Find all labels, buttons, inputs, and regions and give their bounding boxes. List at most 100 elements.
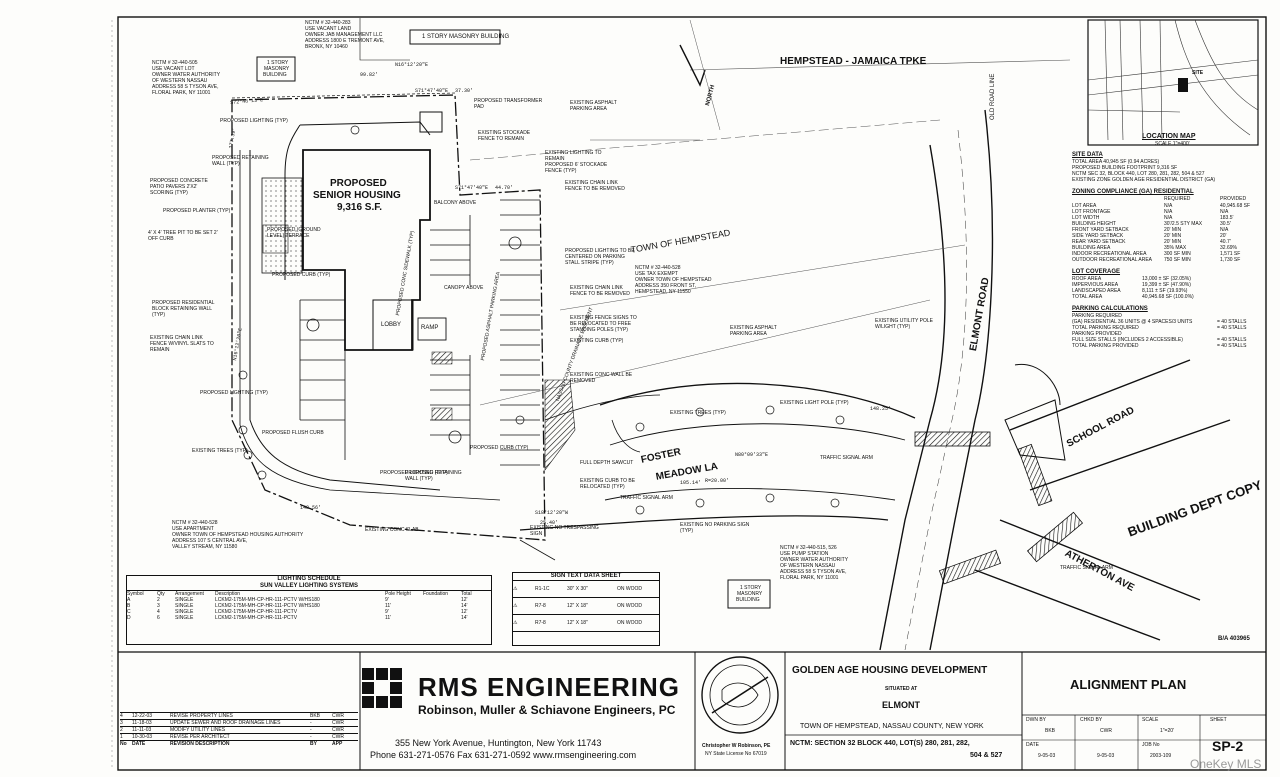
job-no-label: JOB No xyxy=(1142,742,1160,748)
callout-7: EXISTING CHAIN LINK FENCE TO BE REMOVED xyxy=(570,285,630,297)
callout-11: EXISTING ASPHALT PARKING AREA xyxy=(730,325,777,337)
watermark: OneKey MLS xyxy=(1190,757,1262,771)
parking-row: PARKING PROVIDED xyxy=(1072,331,1122,337)
rev-col-desc: REVISION DESCRIPTION xyxy=(170,741,230,747)
sheet-number: SP-2 xyxy=(1212,738,1244,754)
building-dept-copy-text: BUILDING DEPT COPY xyxy=(1126,477,1264,540)
firm-address: 355 New York Avenue, Huntington, New Yor… xyxy=(395,738,602,748)
dimension-12: R=20.00' xyxy=(705,478,730,484)
date-value-2: 9-05-03 xyxy=(1097,753,1115,759)
site-data-title: SITE DATA xyxy=(1072,152,1103,158)
location-map-scale: SCALE 1"=400' xyxy=(1155,141,1190,147)
building-area: 9,316 S.F. xyxy=(337,202,383,213)
callout-16: PROPOSED PLANTER (TYP) xyxy=(163,208,231,214)
callout-24: PROPOSED FLUSH CURB xyxy=(262,430,324,436)
callout-5: EXISTING CHAIN LINK FENCE TO BE REMOVED xyxy=(565,180,625,192)
site-data-line: TOTAL AREA 40,945 SF (0.94 ACRES) xyxy=(1072,159,1160,165)
neighbor-left-label-1: 1 STORY xyxy=(267,60,289,66)
lighting-schedule: LIGHTING SCHEDULE SUN VALLEY LIGHTING SY… xyxy=(126,575,492,645)
project-nctm-2: 504 & 527 xyxy=(970,752,1003,759)
callout-12: EXISTING UTILITY POLE W/LIGHT (TYP) xyxy=(875,318,933,330)
rev-col-no: No xyxy=(120,741,127,747)
callout-1: EXISTING STOCKADE FENCE TO REMAIN xyxy=(478,130,531,142)
seal-engineer: Christopher W Robinson, PE xyxy=(702,743,771,749)
parking-row: TOTAL PARKING PROVIDED= 40 STALLS xyxy=(1072,343,1247,349)
zoning-title: ZONING COMPLIANCE (GA) RESIDENTIAL xyxy=(1072,189,1194,195)
project-nctm: NCTM: SECTION 32 BLOCK 440, LOT(S) 280, … xyxy=(790,740,970,747)
old-road-line-label: OLD ROAD LINE xyxy=(990,73,996,120)
callout-28: EXISTING CONC SLAB xyxy=(365,527,419,533)
callout-33: EXISTING NO PARKING SIGN (TYP) xyxy=(680,522,750,534)
sheet-label: SHEET xyxy=(1210,717,1227,723)
firm-full-name: Robinson, Muller & Schiavone Engineers, … xyxy=(418,703,676,717)
chkd-by-label: CHKD BY xyxy=(1080,717,1103,723)
pe-seal-icon xyxy=(701,656,779,734)
scale-label: SCALE xyxy=(1142,717,1159,723)
parking-row: (GA) RESIDENTIAL 36 UNITS @ 4 SPACES/3 U… xyxy=(1072,319,1247,325)
dimension-3: 37.30' xyxy=(455,88,474,94)
callout-27: PROPOSED CURB (TYP) xyxy=(470,445,529,451)
rev-col-app: APP xyxy=(332,741,343,747)
parking-row: FULL SIZE STALLS (INCLUDES 2 ACCESSIBLE)… xyxy=(1072,337,1247,343)
dimension-5: 44.70' xyxy=(495,185,514,191)
callout-9: EXISTING CURB (TYP) xyxy=(570,338,624,344)
dimension-2: S71°47'40"E xyxy=(415,88,449,94)
callout-3: EXISTING LIGHTING TO REMAIN xyxy=(545,150,602,162)
callout-34: EXISTING TREES (TYP) xyxy=(670,410,726,416)
parking-row: TOTAL PARKING REQUIRED= 40 STALLS xyxy=(1072,325,1247,331)
dimension-1: 99.82' xyxy=(360,72,379,78)
callout-39: BALCONY ABOVE xyxy=(434,200,477,206)
lighting-subtitle: SUN VALLEY LIGHTING SYSTEMS xyxy=(259,583,359,589)
location-map-title: LOCATION MAP xyxy=(1142,133,1196,140)
dimension-7: 148.56' xyxy=(300,505,322,511)
neighbor-building-bottom xyxy=(727,579,771,609)
parking-row: PARKING REQUIRED xyxy=(1072,313,1122,319)
callout-13: PROPOSED LIGHTING (TYP) xyxy=(220,118,288,124)
callout-18: PROPOSED (GROUND LEVEL) TERRACE xyxy=(267,227,321,239)
site-data-panel: SITE DATA TOTAL AREA 40,945 SF (0.94 ACR… xyxy=(1072,152,1262,349)
project-town: TOWN OF HEMPSTEAD, NASSAU COUNTY, NEW YO… xyxy=(800,723,984,730)
neighbor-building-top xyxy=(409,29,501,45)
neighbor-left-label-2: MASONRY xyxy=(264,66,290,72)
lighting-title: LIGHTING SCHEDULE xyxy=(277,576,341,582)
project-situated: SITUATED AT xyxy=(885,686,918,692)
callout-26: PROPOSED RETAINING WALL (TYP) xyxy=(405,470,462,482)
date-value: 9-05-03 xyxy=(1038,753,1056,759)
sign-title: SIGN TEXT DATA SHEET xyxy=(513,573,659,581)
callout-2: EXISTING ASPHALT PARKING AREA xyxy=(570,100,617,112)
dimension-8: 148.25' xyxy=(870,406,892,412)
building-title-1: PROPOSED xyxy=(330,178,387,189)
neighbor-left-label-3: BUILDING xyxy=(263,72,287,78)
building-title-2: SENIOR HOUSING xyxy=(313,190,401,201)
zoning-col-required: REQUIRED xyxy=(1164,196,1191,202)
rev-col-date: DATE xyxy=(132,741,146,747)
callout-25: PROPOSED LIGHTING (TYP) xyxy=(380,470,448,476)
proposed-building xyxy=(302,111,447,351)
callout-35: EXISTING LIGHT POLE (TYP) xyxy=(780,400,849,406)
dimension-0: N16°12'20"E xyxy=(395,62,429,68)
callout-10: EXISTING CONC WALL BE REMOVED xyxy=(570,372,633,384)
callout-22: PROPOSED LIGHTING (TYP) xyxy=(200,390,268,396)
parking-stalls-west xyxy=(299,270,346,460)
project-location: ELMONT xyxy=(882,700,920,710)
